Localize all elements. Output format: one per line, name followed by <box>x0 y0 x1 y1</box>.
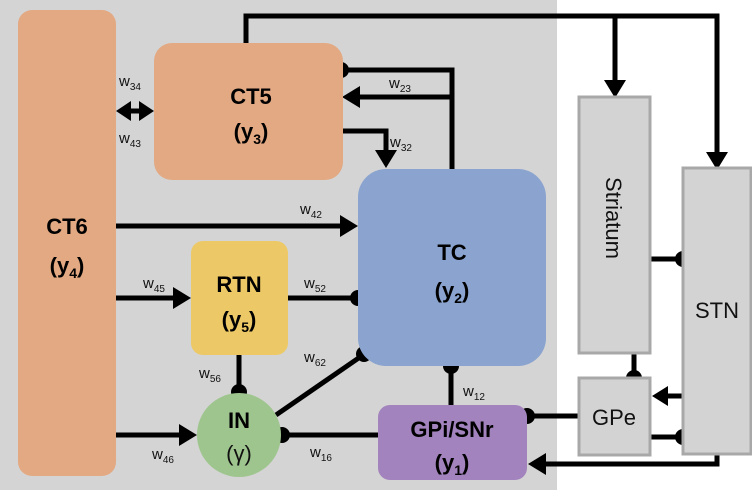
ct5-to-striatum-stn-line <box>243 13 720 152</box>
arrowhead-w46 <box>179 424 197 446</box>
tc-name: TC <box>437 240 466 265</box>
gpi-var: (y1) <box>435 450 470 478</box>
arrowhead-stn-gpe <box>652 386 668 406</box>
arrowhead-stn-gpi <box>528 453 546 475</box>
arrowhead-w23 <box>342 86 360 108</box>
svg-text:RTN: RTN <box>216 272 261 297</box>
weight-label-w16: w16 <box>309 444 332 464</box>
weight-label-w43: w43 <box>118 130 141 150</box>
node-gpe[interactable]: GPe <box>577 376 652 457</box>
svg-text:IN: IN <box>228 408 250 433</box>
ct5-var: (y3) <box>234 119 269 147</box>
rtn-var: (y5) <box>222 307 257 335</box>
weight-label-w34: w34 <box>118 73 141 93</box>
node-stn[interactable]: STN <box>681 166 752 456</box>
svg-text:CT6: CT6 <box>46 214 88 239</box>
tc-var: (y2) <box>435 278 470 306</box>
arrowhead-w42 <box>340 215 358 237</box>
arrowhead-striatum <box>604 80 626 98</box>
weight-label-w62: w62 <box>303 349 326 369</box>
weight-label-w56: w56 <box>198 365 221 385</box>
arrowhead-w34-left <box>116 101 131 121</box>
gpe-name: GPe <box>592 405 636 430</box>
node-in[interactable]: IN (γ) <box>197 393 281 477</box>
node-ct5[interactable]: CT5 (y3) <box>154 43 343 180</box>
rtn-name: RTN <box>216 272 261 297</box>
stn-to-gpi-line <box>545 455 720 467</box>
weight-label-w23: w23 <box>388 75 411 95</box>
arrowhead-w43-right <box>139 101 154 121</box>
node-ct6[interactable]: CT6 (y4) <box>18 10 116 476</box>
weight-label-w45: w45 <box>142 275 165 295</box>
in-var: (γ) <box>226 441 252 466</box>
node-striatum[interactable]: Striatum <box>577 95 652 355</box>
striatum-name: Striatum <box>601 177 626 259</box>
ct5-name: CT5 <box>230 84 272 109</box>
arrowhead-stn <box>706 152 728 170</box>
ct5-to-tc-w32-line <box>340 128 389 152</box>
ct6-name: CT6 <box>46 214 88 239</box>
in-to-tc-w62-line <box>274 352 365 418</box>
weight-label-w46: w46 <box>151 446 174 466</box>
svg-text:CT5: CT5 <box>230 84 272 109</box>
arrowhead-w32 <box>375 150 397 168</box>
weight-label-w52: w52 <box>303 275 326 295</box>
weight-label-w32: w32 <box>389 134 412 154</box>
svg-text:GPi/SNr: GPi/SNr <box>410 417 494 442</box>
arrowhead-w45 <box>173 287 191 309</box>
weight-label-w42: w42 <box>299 201 322 221</box>
stn-name: STN <box>695 298 739 323</box>
node-rtn[interactable]: RTN (y5) <box>191 241 288 355</box>
in-name: IN <box>228 408 250 433</box>
tc-to-ct5-w23-line <box>340 67 455 170</box>
ct6-var: (y4) <box>50 253 85 281</box>
gpi-name: GPi/SNr <box>410 417 494 442</box>
weight-label-w12: w12 <box>462 383 485 403</box>
node-gpi-snr[interactable]: GPi/SNr (y1) <box>378 405 527 480</box>
svg-text:TC: TC <box>437 240 466 265</box>
node-tc[interactable]: TC (y2) <box>358 169 546 366</box>
